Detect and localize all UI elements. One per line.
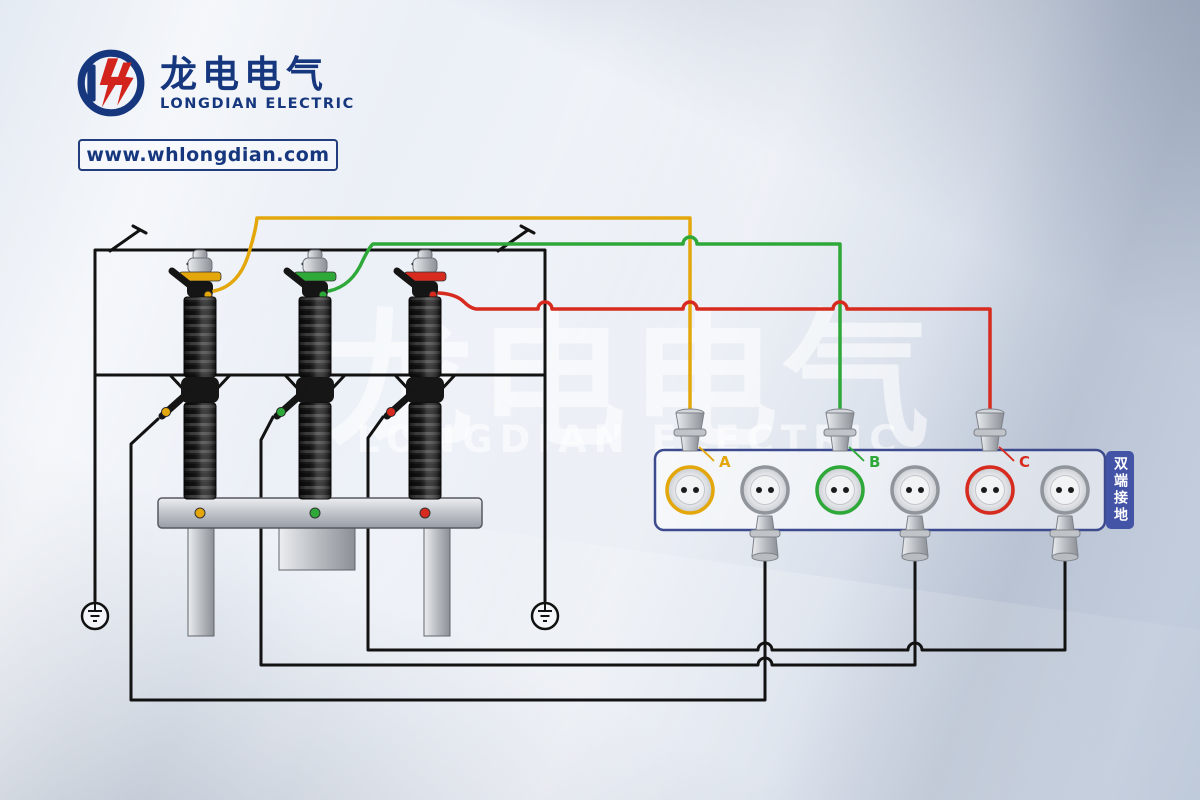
socket-phase-a [665, 465, 715, 515]
phase-leader-b [848, 446, 865, 462]
wire-phase-a [212, 216, 692, 412]
socket-neutral-3 [1040, 465, 1090, 515]
secondary-wire-b [259, 415, 917, 667]
wire-phase-c [437, 291, 992, 412]
plug-bottom-2 [899, 515, 931, 562]
socket-phase-c [965, 465, 1015, 515]
plug-bottom-3 [1049, 515, 1081, 562]
brand-emblem-icon [77, 49, 145, 117]
phase-label-b: B [869, 453, 880, 471]
base-leg-left [187, 525, 215, 637]
socket-neutral-1 [740, 465, 790, 515]
terminal-panel: A B C [653, 408, 1107, 562]
socket-neutral-2 [890, 465, 940, 515]
phase-label-c: C [1019, 453, 1030, 471]
brand-name-en: LONGDIAN ELECTRIC [160, 96, 355, 113]
brand-name-zh: 龙电电气 [160, 52, 328, 96]
platform-dot-a [194, 507, 206, 519]
plug-top-a [673, 408, 707, 452]
ground-symbol-left [80, 601, 110, 631]
platform-dot-b [309, 507, 321, 519]
base-leg-right [423, 525, 451, 637]
plug-bottom-1 [749, 515, 781, 562]
disconnector-blade-right [496, 224, 536, 253]
mid-dot-a [161, 407, 171, 417]
mid-dot-b [276, 407, 286, 417]
phase-leader-a [698, 446, 715, 462]
breaker-base [157, 497, 483, 637]
ground-symbol-right [530, 601, 560, 631]
phase-label-a: A [719, 453, 731, 471]
wire-phase-b [327, 235, 842, 412]
platform-dot-c [419, 507, 431, 519]
plug-top-b [823, 408, 857, 452]
brand-logo: 龙电电气 LONGDIAN ELECTRIC [74, 46, 355, 120]
secondary-wire-c [366, 415, 1067, 652]
base-center-block [278, 525, 356, 571]
socket-phase-b [815, 465, 865, 515]
phase-leader-c [998, 446, 1015, 462]
mid-dot-c [386, 407, 396, 417]
panel-side-label: 双端接地 [1106, 451, 1134, 529]
plug-top-c [973, 408, 1007, 452]
disconnector-blade-left [108, 224, 148, 253]
brand-website: www.whlongdian.com [78, 139, 338, 171]
brand-text: 龙电电气 LONGDIAN ELECTRIC [160, 52, 355, 113]
